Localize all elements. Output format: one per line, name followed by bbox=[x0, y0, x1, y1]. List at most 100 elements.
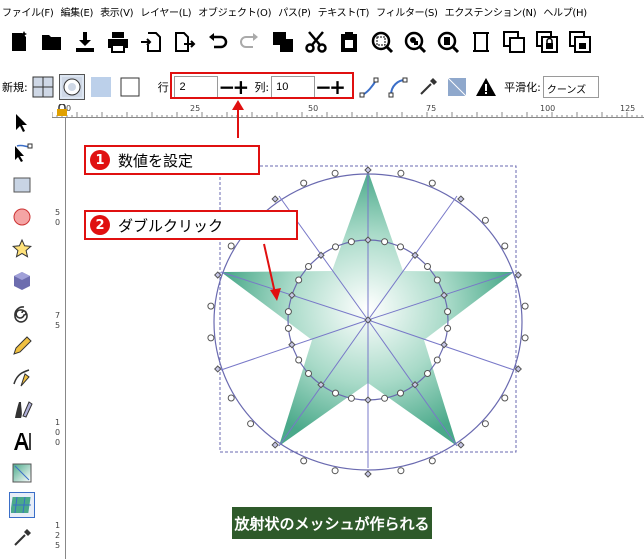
column-decrement-button[interactable]: − bbox=[315, 75, 332, 99]
column-increment-button[interactable]: + bbox=[329, 75, 346, 99]
export-button[interactable] bbox=[169, 27, 199, 57]
star-tool[interactable] bbox=[9, 236, 35, 262]
warning-button[interactable] bbox=[473, 74, 499, 100]
toggle-lines-button[interactable] bbox=[386, 74, 412, 100]
mesh-node[interactable] bbox=[364, 166, 372, 174]
mesh-node[interactable] bbox=[457, 195, 465, 203]
cut-button[interactable] bbox=[301, 27, 331, 57]
mesh-handle[interactable] bbox=[347, 394, 355, 402]
selector-tool[interactable] bbox=[9, 110, 35, 136]
radial-mesh-button[interactable] bbox=[58, 74, 85, 100]
menu-filter[interactable]: フィルター(S) bbox=[376, 7, 438, 19]
calligraphy-tool[interactable] bbox=[9, 396, 35, 422]
row-decrement-button[interactable]: − bbox=[218, 75, 236, 99]
fill-mesh-button[interactable] bbox=[88, 74, 114, 100]
mesh-handle[interactable] bbox=[397, 243, 404, 251]
mesh-node[interactable] bbox=[364, 316, 372, 324]
linear-gradient-button[interactable] bbox=[30, 74, 56, 100]
text-tool[interactable] bbox=[9, 428, 35, 454]
mesh-node[interactable] bbox=[364, 470, 372, 478]
zoom-width-button[interactable] bbox=[466, 27, 496, 57]
duplicate-button[interactable] bbox=[268, 27, 298, 57]
menu-text[interactable]: テキスト(T) bbox=[317, 7, 370, 19]
mesh-node[interactable] bbox=[271, 195, 279, 203]
mesh-node[interactable] bbox=[214, 365, 222, 373]
toggle-handles-button[interactable] bbox=[357, 74, 383, 100]
menu-file[interactable]: ファイル(F) bbox=[2, 7, 54, 19]
menu-edit[interactable]: 編集(E) bbox=[60, 7, 94, 19]
mesh-node[interactable] bbox=[271, 441, 279, 449]
mesh-handle[interactable] bbox=[501, 242, 509, 250]
mesh-node[interactable] bbox=[514, 271, 522, 279]
mesh-handle[interactable] bbox=[397, 389, 404, 397]
unlock-button[interactable] bbox=[565, 27, 595, 57]
zoom-drawing-button[interactable] bbox=[400, 27, 430, 57]
fit-mesh-button[interactable] bbox=[444, 74, 470, 100]
mesh-handle[interactable] bbox=[481, 420, 489, 428]
stroke-mesh-button[interactable] bbox=[117, 74, 143, 100]
horizontal-ruler[interactable]: 0 25 50 75 100 125 bbox=[52, 104, 644, 118]
mesh-handle[interactable] bbox=[207, 302, 215, 310]
mesh-handle[interactable] bbox=[305, 263, 312, 270]
mesh-handle[interactable] bbox=[300, 179, 308, 187]
smoothing-select[interactable]: クーンズ bbox=[542, 76, 599, 98]
mesh-handle[interactable] bbox=[347, 238, 355, 246]
mesh-handle[interactable] bbox=[295, 276, 303, 284]
vertical-ruler[interactable]: 5 0 7 5 1 0 0 1 2 5 bbox=[52, 118, 66, 559]
print-button[interactable] bbox=[103, 27, 133, 57]
mesh-handle[interactable] bbox=[433, 356, 441, 364]
mesh-handle[interactable] bbox=[247, 420, 255, 428]
mesh-handle[interactable] bbox=[481, 216, 489, 224]
mesh-node[interactable] bbox=[411, 251, 419, 259]
mesh-handle[interactable] bbox=[428, 179, 436, 187]
mesh-handle[interactable] bbox=[331, 169, 339, 177]
mesh-handle[interactable] bbox=[444, 308, 452, 316]
rectangle-tool[interactable] bbox=[9, 172, 35, 198]
paste-button[interactable] bbox=[334, 27, 364, 57]
3d-box-tool[interactable] bbox=[9, 268, 35, 294]
mesh-handle[interactable] bbox=[295, 356, 303, 364]
mesh-handle[interactable] bbox=[284, 324, 292, 332]
zoom-selection-button[interactable] bbox=[367, 27, 397, 57]
mesh-handle[interactable] bbox=[207, 334, 215, 342]
mesh-handle[interactable] bbox=[424, 370, 431, 377]
menu-help[interactable]: ヘルプ(H) bbox=[543, 7, 587, 19]
mesh-handle[interactable] bbox=[424, 263, 431, 270]
lock-icon[interactable] bbox=[56, 104, 68, 116]
menu-object[interactable]: オブジェクト(O) bbox=[198, 7, 272, 19]
row-count-input[interactable] bbox=[174, 76, 219, 98]
mesh-handle[interactable] bbox=[300, 457, 308, 465]
ellipse-tool[interactable] bbox=[9, 204, 35, 230]
lock-button[interactable] bbox=[532, 27, 562, 57]
dropper-tool[interactable] bbox=[9, 524, 35, 550]
mesh-node[interactable] bbox=[411, 381, 419, 389]
mesh-handle[interactable] bbox=[521, 302, 529, 310]
mesh-handle[interactable] bbox=[227, 242, 235, 250]
mesh-handle[interactable] bbox=[521, 334, 529, 342]
pick-colors-button[interactable] bbox=[415, 74, 441, 100]
menu-layer[interactable]: レイヤー(L) bbox=[140, 7, 192, 19]
menu-view[interactable]: 表示(V) bbox=[100, 7, 134, 19]
menu-extension[interactable]: エクステンション(N) bbox=[444, 7, 537, 19]
mesh-handle[interactable] bbox=[433, 276, 441, 284]
mesh-node[interactable] bbox=[364, 236, 372, 244]
spiral-tool[interactable] bbox=[9, 300, 35, 326]
mesh-handle[interactable] bbox=[332, 389, 339, 397]
save-button[interactable] bbox=[70, 27, 100, 57]
mesh-node[interactable] bbox=[288, 341, 296, 349]
zoom-page-button[interactable] bbox=[433, 27, 463, 57]
mesh-node[interactable] bbox=[457, 441, 465, 449]
node-tool[interactable] bbox=[9, 140, 35, 166]
mesh-node[interactable] bbox=[288, 291, 296, 299]
mesh-handle[interactable] bbox=[331, 467, 339, 475]
import-button[interactable] bbox=[136, 27, 166, 57]
menu-path[interactable]: パス(P) bbox=[278, 7, 311, 19]
mesh-handle[interactable] bbox=[284, 308, 292, 316]
group-button[interactable] bbox=[499, 27, 529, 57]
redo-button[interactable] bbox=[235, 27, 265, 57]
mesh-node[interactable] bbox=[440, 291, 448, 299]
gradient-tool[interactable] bbox=[9, 460, 35, 486]
mesh-handle[interactable] bbox=[332, 243, 339, 251]
drawing-canvas[interactable] bbox=[67, 119, 644, 559]
mesh-tool[interactable] bbox=[9, 492, 35, 518]
